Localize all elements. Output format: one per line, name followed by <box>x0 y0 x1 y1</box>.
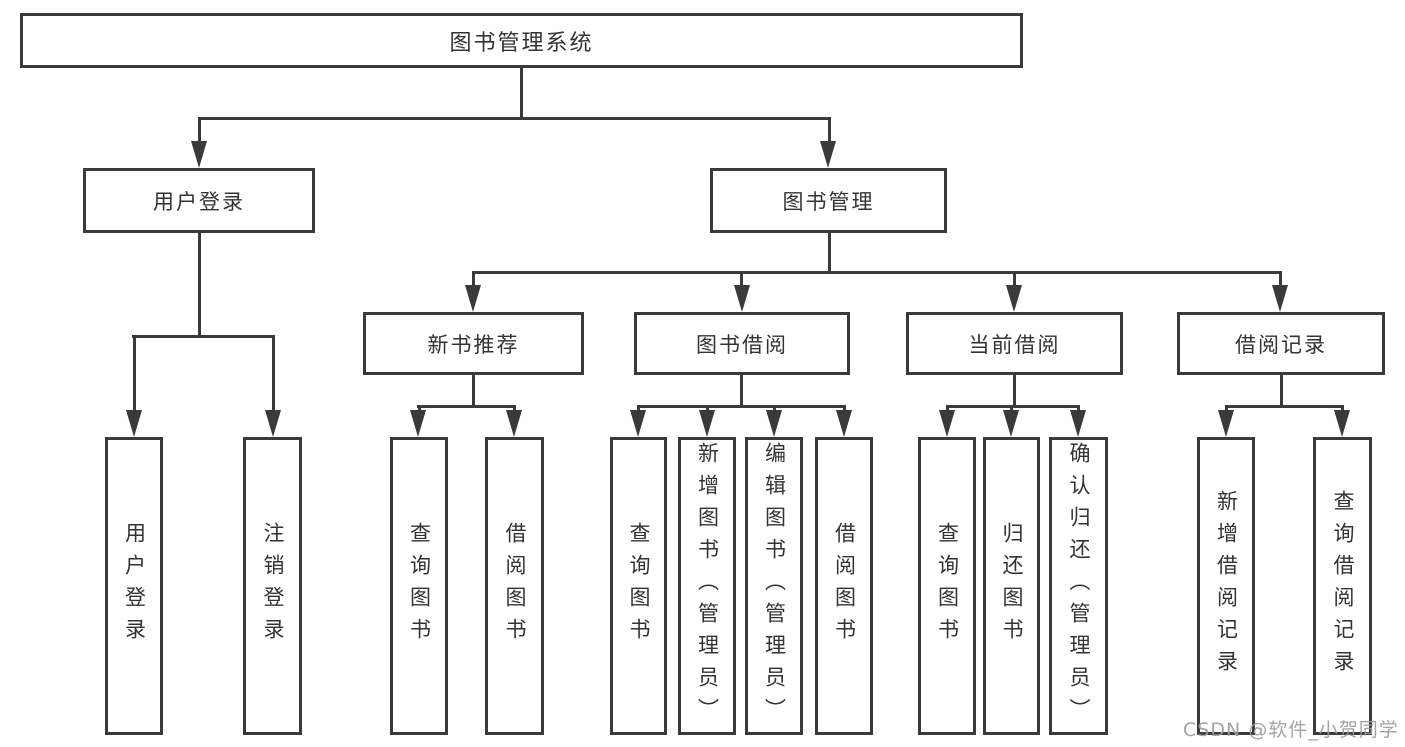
connector-line <box>1279 271 1282 289</box>
leaf-cb-confirm-return-admin-label: 确认归还（管理员） <box>1067 442 1091 730</box>
node-user-login-label: 用户登录 <box>153 189 245 214</box>
node-root-label: 图书管理系统 <box>449 30 594 56</box>
arrow-down-icon <box>836 410 852 437</box>
connector-line <box>1225 405 1343 408</box>
arrow-down-icon <box>699 410 715 437</box>
node-current-borrowing: 当前借阅 <box>906 312 1123 375</box>
leaf-cb-query-books: 查询图书 <box>918 437 976 735</box>
leaf-bb-borrow-books-label: 借阅图书 <box>832 522 857 650</box>
node-root: 图书管理系统 <box>20 13 1023 68</box>
arrow-down-icon <box>265 410 281 437</box>
leaf-bb-add-books-admin-label: 新增图书（管理员） <box>695 442 720 730</box>
leaf-bb-add-books-admin: 新增图书（管理员） <box>678 437 736 735</box>
arrow-down-icon <box>1006 285 1022 312</box>
arrow-down-icon <box>465 285 481 312</box>
node-book-borrowing: 图书借阅 <box>634 312 850 375</box>
connector-line <box>417 405 516 408</box>
connector-line <box>1013 375 1016 408</box>
node-current-borrowing-label: 当前借阅 <box>968 332 1061 357</box>
arrow-down-icon <box>1003 410 1019 437</box>
connector-line <box>132 335 274 338</box>
leaf-nb-borrow-books-label: 借阅图书 <box>503 522 527 650</box>
leaf-bb-edit-books-admin: 编辑图书（管理员） <box>745 437 803 735</box>
arrow-down-icon <box>506 410 522 437</box>
connector-line <box>828 117 831 147</box>
leaf-cb-return-books: 归还图书 <box>983 437 1040 735</box>
connector-line <box>472 271 475 289</box>
arrow-down-icon <box>1272 285 1288 312</box>
arrow-down-icon <box>820 141 836 168</box>
connector-line <box>1280 375 1283 408</box>
node-book-management: 图书管理 <box>710 168 947 233</box>
connector-line <box>472 375 475 408</box>
leaf-user-login: 用户登录 <box>105 437 163 735</box>
leaf-bb-borrow-books: 借阅图书 <box>815 437 873 735</box>
connector-line <box>1013 271 1016 289</box>
arrow-down-icon <box>410 410 426 437</box>
node-borrow-records-label: 借阅记录 <box>1235 332 1327 357</box>
arrow-down-icon <box>630 410 646 437</box>
connector-line <box>198 233 201 337</box>
node-new-book-recommend-label: 新书推荐 <box>427 332 520 357</box>
node-book-management-label: 图书管理 <box>782 189 875 214</box>
leaf-bb-query-books-label: 查询图书 <box>627 522 651 650</box>
connector-line <box>133 335 136 413</box>
arrow-down-icon <box>191 141 207 168</box>
connector-line <box>828 233 831 274</box>
leaf-nb-borrow-books: 借阅图书 <box>485 437 544 735</box>
csdn-watermark: CSDN @软件_小贺同学 <box>1183 719 1399 741</box>
arrow-down-icon <box>1070 410 1086 437</box>
arrow-down-icon <box>766 410 782 437</box>
arrow-down-icon <box>1218 410 1234 437</box>
arrow-down-icon <box>126 410 142 437</box>
connector-line <box>637 405 845 408</box>
leaf-logout: 注销登录 <box>243 437 302 735</box>
leaf-cb-return-books-label: 归还图书 <box>1000 522 1024 650</box>
node-new-book-recommend: 新书推荐 <box>363 312 584 375</box>
leaf-bb-edit-books-admin-label: 编辑图书（管理员） <box>762 442 787 730</box>
connector-line <box>520 68 523 119</box>
arrow-down-icon <box>939 410 955 437</box>
connector-line <box>198 117 830 120</box>
leaf-br-add-record: 新增借阅记录 <box>1197 437 1255 735</box>
leaf-nb-query-books-label: 查询图书 <box>407 522 432 650</box>
leaf-user-login-label: 用户登录 <box>122 522 147 650</box>
leaf-logout-label: 注销登录 <box>261 522 285 650</box>
leaf-br-add-record-label: 新增借阅记录 <box>1214 490 1239 682</box>
connector-line <box>198 117 201 147</box>
leaf-cb-confirm-return-admin: 确认归还（管理员） <box>1049 437 1108 735</box>
leaf-nb-query-books: 查询图书 <box>390 437 448 735</box>
leaf-bb-query-books: 查询图书 <box>610 437 667 735</box>
leaf-cb-query-books-label: 查询图书 <box>935 522 960 650</box>
connector-line <box>272 335 275 413</box>
node-borrow-records: 借阅记录 <box>1177 312 1385 375</box>
node-user-login: 用户登录 <box>83 168 315 233</box>
connector-line <box>740 271 743 289</box>
node-book-borrowing-label: 图书借阅 <box>696 332 788 357</box>
leaf-br-query-record: 查询借阅记录 <box>1313 437 1372 735</box>
leaf-br-query-record-label: 查询借阅记录 <box>1331 490 1355 682</box>
connector-line <box>740 375 743 408</box>
arrow-down-icon <box>1334 410 1350 437</box>
arrow-down-icon <box>734 285 750 312</box>
connector-line <box>472 271 1282 274</box>
